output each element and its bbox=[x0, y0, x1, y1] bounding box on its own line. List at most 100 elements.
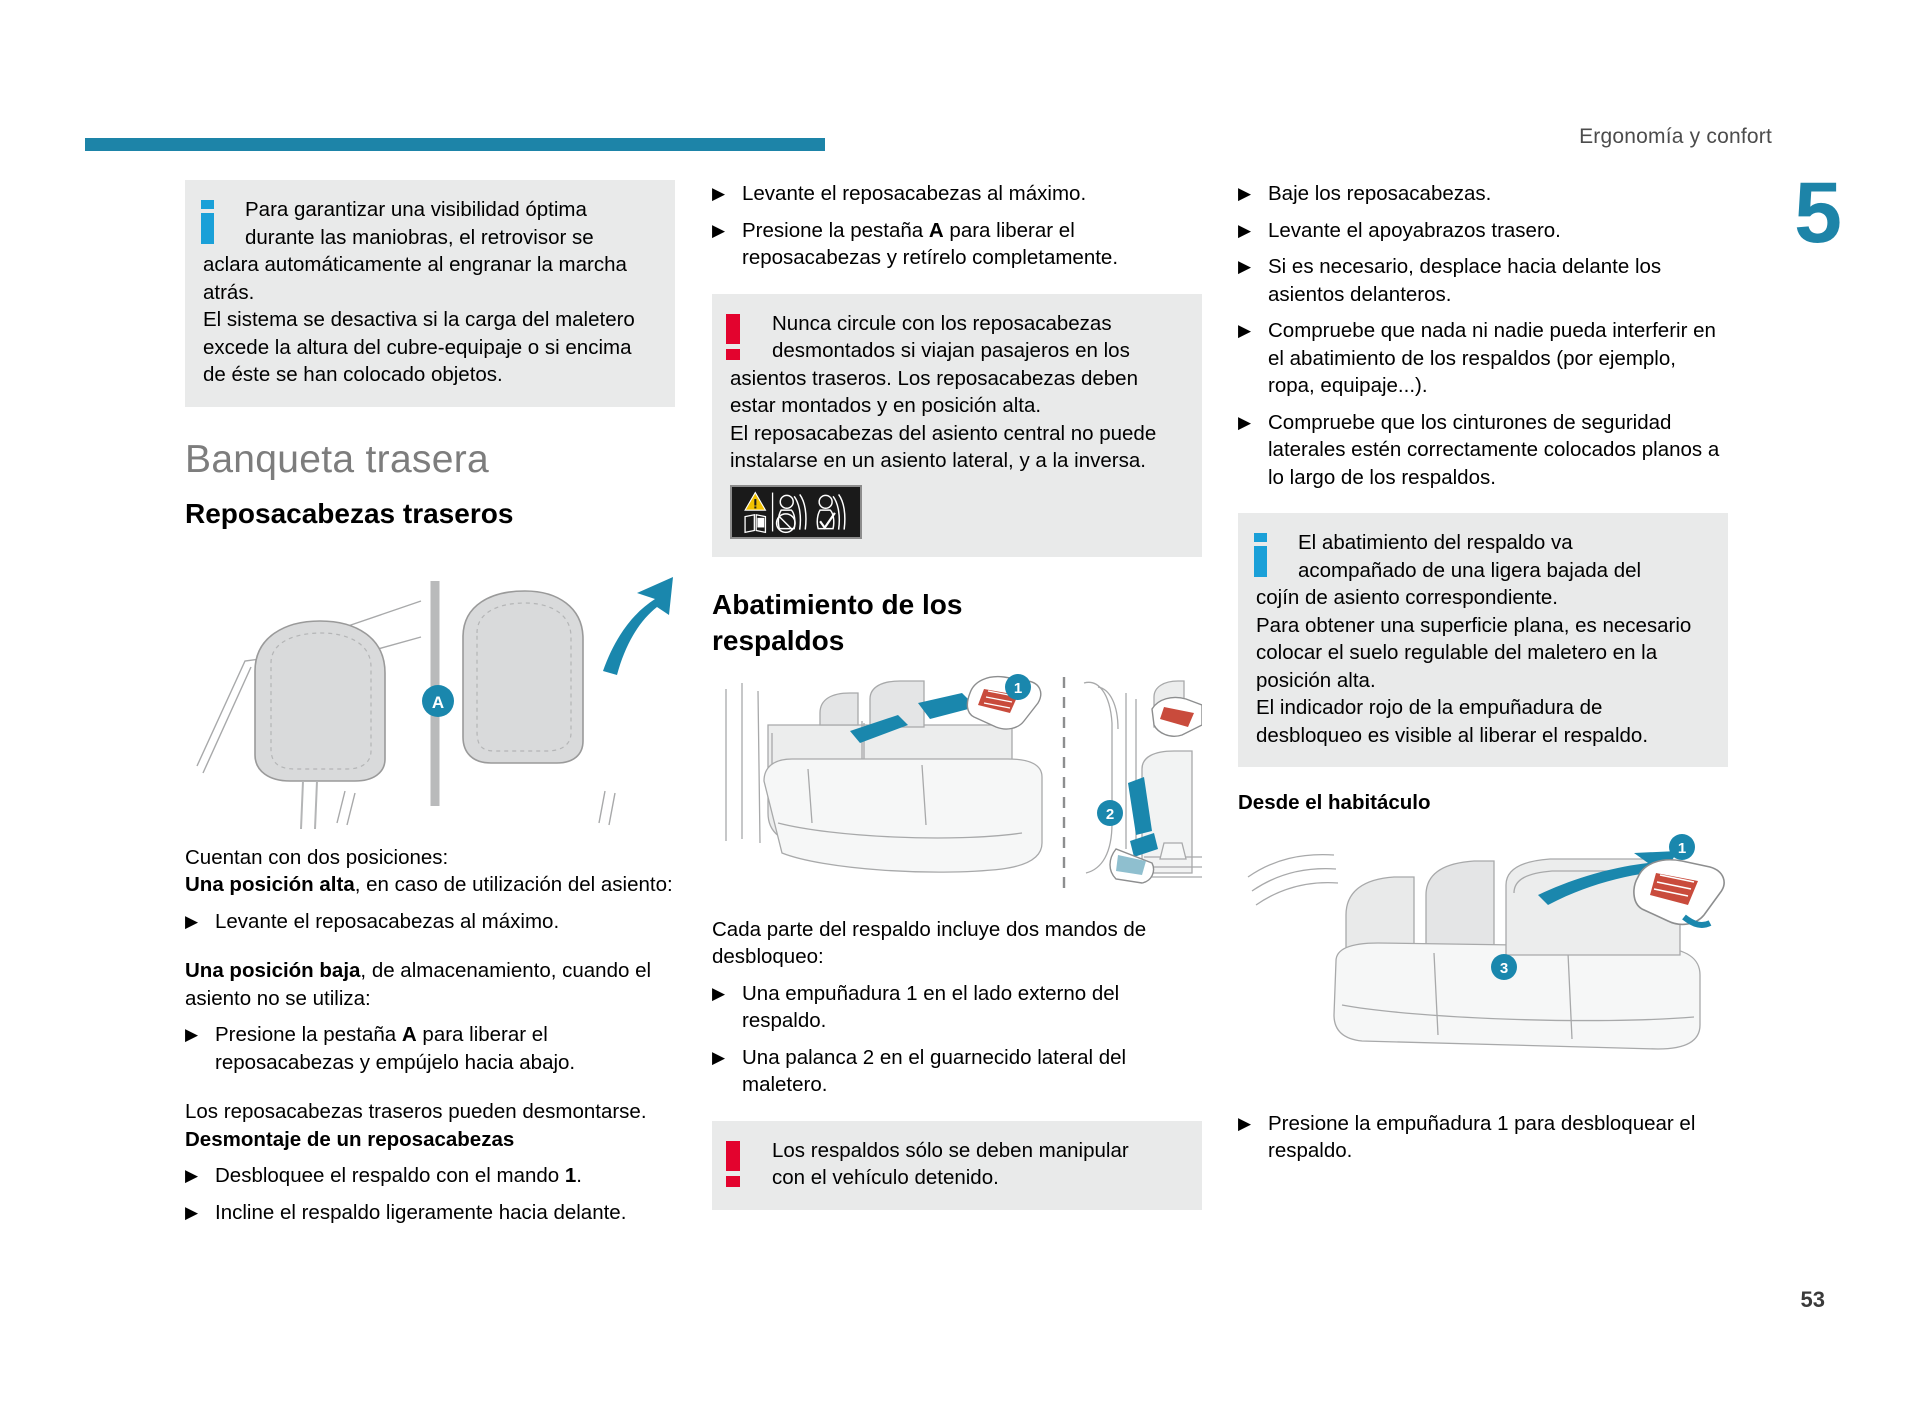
right-bullet-3: Si es necesario, desplace hacia delante … bbox=[1268, 255, 1662, 306]
warn-line-rest: asientos traseros. Los reposacabezas deb… bbox=[730, 366, 1138, 418]
warn-line-1: Nunca circule con los reposacabezas bbox=[772, 311, 1112, 335]
right-bullet-6: Presione la empuñadura 1 para desbloquea… bbox=[1268, 1111, 1696, 1163]
callout-label-1-mid: 1 bbox=[1014, 680, 1022, 697]
left-text-3-rest: , de almacenamiento, cuando el asiento n… bbox=[185, 959, 652, 1010]
subsection-title-habitaculo: Desde el habitáculo bbox=[1238, 791, 1431, 814]
warning-triangle-icon bbox=[744, 490, 767, 511]
info-box-mirror: Para garantizar una visibilidad óptima d… bbox=[185, 180, 675, 407]
list-item: ▶ Una empuñadura 1 en el lado externo de… bbox=[712, 980, 1202, 1035]
column-left: Para garantizar una visibilidad óptima d… bbox=[185, 180, 675, 1226]
left-bullet-3: Desbloquee el respaldo con el mando 1. bbox=[215, 1162, 675, 1190]
bullet-triangle-icon: ▶ bbox=[185, 911, 199, 931]
right-bullet-5: Compruebe que los cinturones de segurida… bbox=[1268, 410, 1720, 489]
left-bullet-2-a: Presione la pestaña bbox=[215, 1023, 402, 1046]
up-arrow-icon bbox=[603, 576, 673, 675]
warn2-line-1: Los respaldos sólo se deben manipular bbox=[772, 1138, 1129, 1162]
left-headrest-shape bbox=[254, 619, 386, 782]
mid-bullet-2-a: Presione la pestaña bbox=[742, 218, 929, 242]
callout-badge-2-mid bbox=[1097, 799, 1123, 826]
headrest-ok-seat-icon bbox=[816, 493, 846, 530]
left-bullet-1: Levante el reposacabezas al máximo. bbox=[215, 909, 560, 933]
handle-detail-right bbox=[1633, 858, 1725, 928]
list-item: ▶ Compruebe que los cinturones de seguri… bbox=[1238, 409, 1728, 492]
warn-paragraph-2: El reposacabezas del asiento central no … bbox=[730, 421, 1157, 473]
list-item: ▶ Presione la pestaña A para liberar el … bbox=[185, 1021, 675, 1076]
right-info-paragraph-3: El indicador rojo de la empuñadura de de… bbox=[1256, 696, 1649, 747]
list-item: ▶ Levante el reposacabezas al máximo. bbox=[185, 908, 675, 936]
page-header-title: Ergonomía y confort bbox=[1579, 125, 1772, 148]
left-text-2: Una posición alta, en caso de utilizació… bbox=[185, 871, 675, 899]
warn-line-2: desmontados si viajan pasajeros en los bbox=[772, 339, 1130, 362]
bullet-triangle-icon: ▶ bbox=[1238, 412, 1252, 432]
header-accent-rule bbox=[85, 138, 825, 151]
callout-badge-1-mid bbox=[1005, 673, 1031, 700]
mid-bullet-1: Levante el reposacabezas al máximo. bbox=[742, 182, 1087, 205]
callout-badge-1-right bbox=[1669, 833, 1695, 860]
info-line-1: Para garantizar una visibilidad óptima bbox=[245, 198, 587, 221]
bullet-triangle-icon: ▶ bbox=[1238, 184, 1252, 203]
section-title-abatimiento-line1: Abatimiento de los bbox=[712, 588, 963, 620]
pictogram-strip bbox=[730, 484, 862, 539]
warn2-line-2: con el vehículo detenido. bbox=[772, 1166, 999, 1189]
bullet-triangle-icon: ▶ bbox=[1238, 321, 1252, 340]
arrow-to-handle-icon bbox=[1538, 850, 1678, 905]
list-item: ▶ Una palanca 2 en el guarnecido lateral… bbox=[712, 1044, 1202, 1099]
column-middle: ▶ Levante el reposacabezas al máximo. ▶ … bbox=[712, 180, 1202, 1210]
list-item: ▶ Compruebe que nada ni nadie pueda inte… bbox=[1238, 317, 1728, 400]
mid-bullet-3: Una empuñadura 1 en el lado externo del … bbox=[742, 981, 1120, 1033]
mid-bullet-2: Presione la pestaña A para liberar el re… bbox=[742, 217, 1202, 272]
callout-badge-A bbox=[422, 684, 454, 717]
left-text-3-bold: Una posición baja bbox=[185, 959, 361, 982]
right-bullet-1: Baje los reposacabezas. bbox=[1268, 182, 1492, 205]
page-number: 53 bbox=[1800, 1287, 1825, 1312]
left-bullet-2-c: para liberar el reposacabezas y empújelo… bbox=[215, 1023, 576, 1074]
list-item: ▶ Presione la pestaña A para liberar el … bbox=[712, 217, 1202, 272]
warning-box-backrests: Los respaldos sólo se deben manipular co… bbox=[712, 1120, 1202, 1210]
mid-text-1: Cada parte del respaldo incluye dos mand… bbox=[712, 917, 1147, 969]
callout-label-1-right: 1 bbox=[1678, 840, 1686, 857]
info-icon bbox=[201, 200, 214, 244]
bullet-triangle-icon: ▶ bbox=[712, 1047, 726, 1067]
right-headrest-shape bbox=[462, 589, 584, 764]
left-bullet-2-b: A bbox=[401, 1023, 417, 1046]
info-line-rest: aclara automáticamente al engranar la ma… bbox=[203, 253, 627, 304]
info-box-abatimiento: El abatimiento del respaldo va acompañad… bbox=[1238, 513, 1728, 767]
left-text-4: Los reposacabezas traseros pueden desmon… bbox=[185, 1100, 647, 1123]
no-headrest-seat-icon bbox=[775, 493, 807, 533]
right-bullet-2: Levante el apoyabrazos trasero. bbox=[1268, 218, 1561, 242]
section-title-abatimiento-line2: respaldos bbox=[712, 624, 845, 656]
right-info-line-rest: cojín de asiento correspondiente. bbox=[1256, 586, 1559, 609]
bullet-triangle-icon: ▶ bbox=[712, 184, 726, 203]
left-bullet-3-a: Desbloquee el respaldo con el mando bbox=[215, 1164, 565, 1187]
info-paragraph-2: El sistema se desactiva si la carga del … bbox=[203, 308, 635, 386]
right-info-line-1: El abatimiento del respaldo va bbox=[1298, 531, 1573, 554]
left-bullet-3-c: . bbox=[576, 1164, 582, 1187]
right-info-line-2: acompañado de una ligera bajada del bbox=[1298, 558, 1642, 582]
list-item: ▶ Levante el reposacabezas al máximo. bbox=[712, 180, 1202, 208]
list-item: ▶ Presione la empuñadura 1 para desbloqu… bbox=[1238, 1110, 1728, 1165]
right-info-paragraph-2: Para obtener una superficie plana, es ne… bbox=[1256, 613, 1692, 692]
warning-exclamation-icon bbox=[726, 1140, 740, 1187]
bullet-triangle-icon: ▶ bbox=[1238, 257, 1252, 276]
bullet-triangle-icon: ▶ bbox=[1238, 1113, 1252, 1133]
unlock-handle-1 bbox=[850, 692, 976, 743]
callout-badge-3-right bbox=[1491, 953, 1517, 980]
right-bullet-4: Compruebe que nada ni nadie pueda interf… bbox=[1268, 319, 1716, 397]
bullet-triangle-icon: ▶ bbox=[712, 983, 726, 1003]
list-item: ▶ Si es necesario, desplace hacia delant… bbox=[1238, 253, 1728, 308]
left-bullet-2: Presione la pestaña A para liberar el re… bbox=[215, 1021, 675, 1076]
left-text-2-bold: Una posición alta bbox=[185, 873, 355, 896]
seat-folding-illustration: 1 bbox=[725, 673, 1202, 891]
bullet-triangle-icon: ▶ bbox=[185, 1202, 199, 1222]
chapter-number: 5 bbox=[1794, 165, 1842, 261]
bullet-triangle-icon: ▶ bbox=[712, 220, 726, 240]
left-text-5: Desmontaje de un reposacabezas bbox=[185, 1127, 515, 1151]
list-item: ▶ Levante el apoyabrazos trasero. bbox=[1238, 217, 1728, 245]
left-bullet-4: Incline el respaldo ligeramente hacia de… bbox=[215, 1200, 627, 1224]
list-item: ▶ Desbloquee el respaldo con el mando 1. bbox=[185, 1162, 675, 1190]
warning-exclamation-icon bbox=[726, 313, 740, 360]
mid-bullet-2-b: A bbox=[928, 218, 944, 242]
callout-label-A: A bbox=[432, 693, 444, 712]
callout-label-3-right: 3 bbox=[1500, 960, 1508, 977]
